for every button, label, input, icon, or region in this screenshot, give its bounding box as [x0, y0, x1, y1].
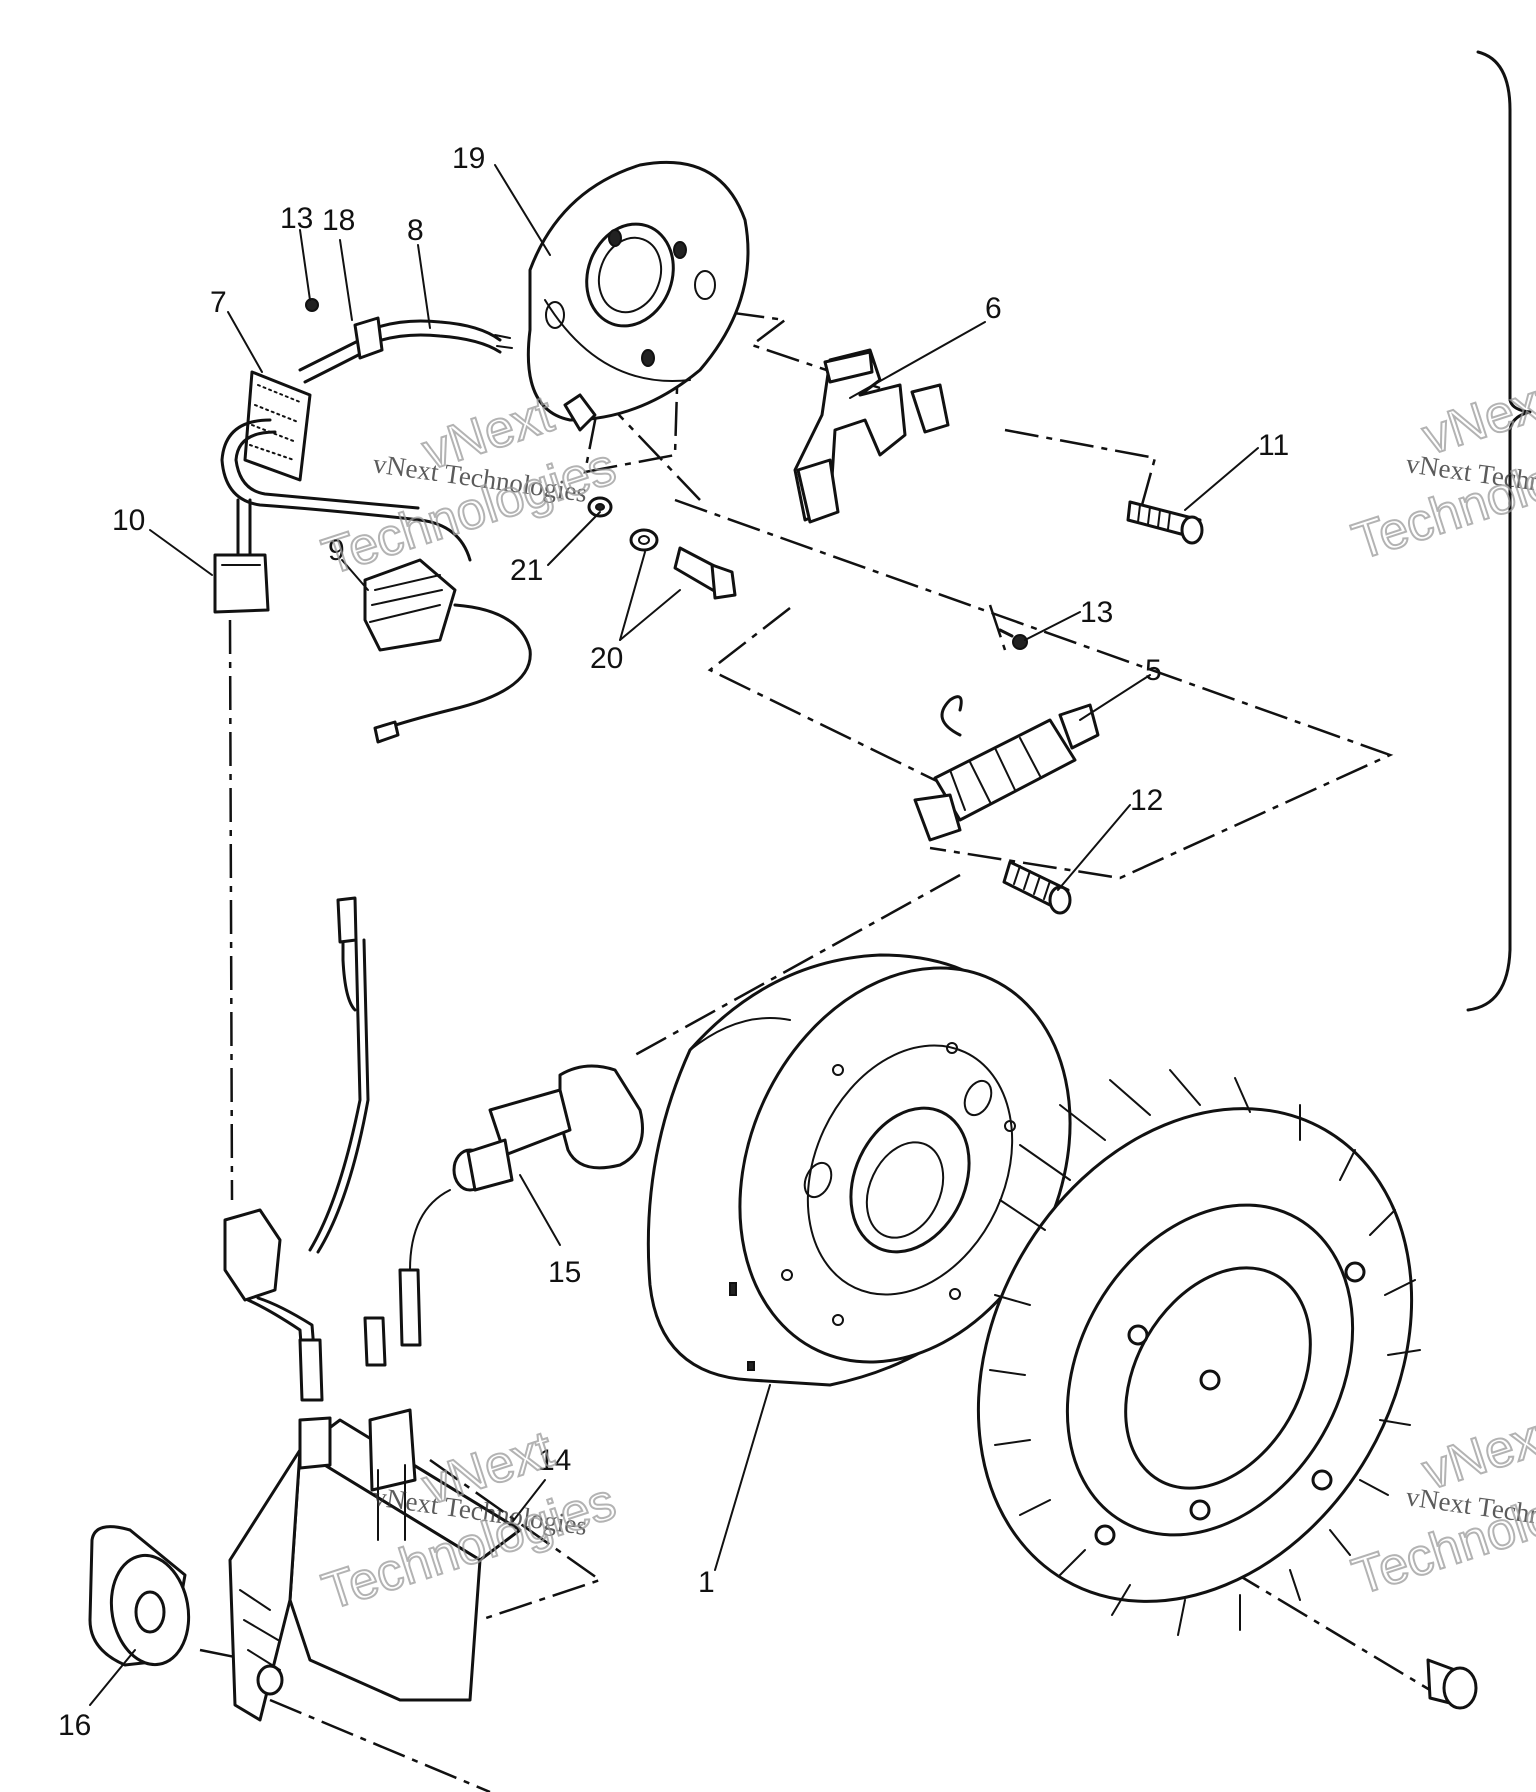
washer-21	[587, 496, 613, 518]
callout-19: 19	[452, 142, 485, 175]
cooling-fan	[976, 1069, 1421, 1636]
washer-20	[629, 528, 659, 552]
rectifier-9	[363, 558, 532, 744]
cap-16	[88, 1525, 191, 1667]
callout-labels: 19 13 18 8 7 6 10 9 11 21 20 13 5 12 15 …	[58, 142, 1289, 1742]
wire-harness-8	[298, 298, 513, 384]
callout-21: 21	[510, 554, 543, 587]
bolt-20	[673, 546, 737, 600]
pickup-coil-6	[793, 348, 950, 524]
callout-10: 10	[112, 504, 145, 537]
ignition-wires	[223, 896, 451, 1402]
regulator-7	[220, 370, 472, 562]
callout-15: 15	[548, 1256, 581, 1289]
callout-6: 6	[985, 292, 1002, 325]
callout-9: 9	[328, 534, 345, 567]
callout-14: 14	[538, 1444, 571, 1477]
callout-5: 5	[1145, 654, 1162, 687]
callout-13-lower: 13	[1080, 596, 1113, 629]
screw-12	[1002, 860, 1072, 915]
leader-lines	[89, 164, 1259, 1706]
spark-plug-cap-15	[452, 1064, 644, 1192]
callout-7: 7	[210, 286, 227, 319]
assembly-lines	[199, 289, 1431, 1792]
callout-12: 12	[1130, 784, 1163, 817]
connector-10	[213, 498, 270, 614]
callout-20: 20	[590, 642, 623, 675]
flywheel-1	[646, 953, 1072, 1387]
callout-11: 11	[1258, 429, 1289, 462]
assembly-bracket	[1466, 50, 1532, 1012]
screw-13	[998, 628, 1028, 650]
watermark-big-4a: vNext	[1416, 1405, 1536, 1501]
ignition-coil-14	[228, 1408, 522, 1722]
charge-coil-5	[913, 695, 1100, 842]
stator-plate-19	[526, 160, 750, 432]
callout-16: 16	[58, 1709, 91, 1742]
callout-13-top: 13	[280, 202, 313, 235]
callout-8: 8	[407, 214, 424, 247]
callout-1: 1	[698, 1566, 715, 1599]
callout-18: 18	[322, 204, 355, 237]
screw-11	[1126, 500, 1204, 545]
watermark-big-2a: vNext	[1416, 370, 1536, 466]
bolt-bottom	[1426, 1658, 1478, 1710]
